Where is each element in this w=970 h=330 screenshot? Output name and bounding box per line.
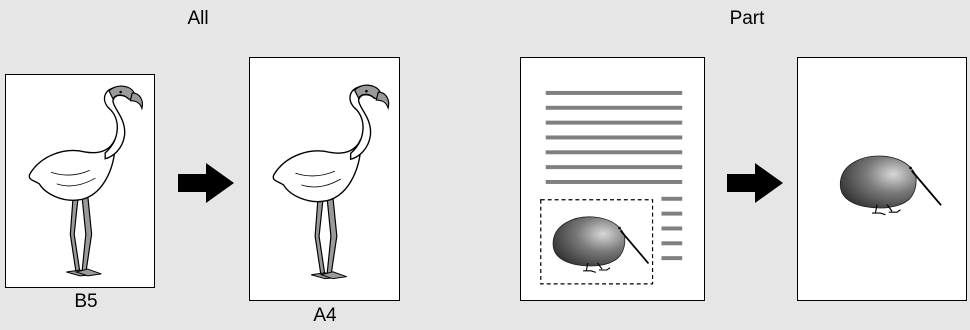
result-size-label: A4 xyxy=(313,305,336,327)
result-page-part xyxy=(797,57,967,301)
right-arrow-icon xyxy=(178,163,234,203)
part-section-title: Part xyxy=(730,8,765,30)
right-arrow-icon xyxy=(727,163,783,203)
source-size-label: B5 xyxy=(74,291,97,313)
kiwi-icon xyxy=(798,58,966,300)
all-section-title: All xyxy=(187,8,208,30)
source-page-part xyxy=(520,57,705,301)
document-with-text-lines xyxy=(521,58,704,300)
flamingo-icon xyxy=(6,75,154,287)
flamingo-icon xyxy=(250,58,399,300)
source-page-all xyxy=(5,74,155,288)
result-page-all xyxy=(249,57,400,301)
